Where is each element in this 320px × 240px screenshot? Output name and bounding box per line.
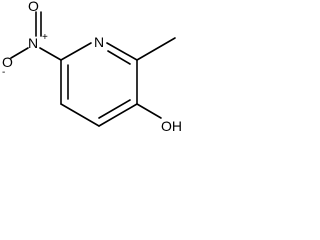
- nitro-nitrogen-charge: +: [42, 32, 48, 43]
- bond-n1-c2: [106, 42, 138, 61]
- bond-c6-n1: [60, 42, 92, 61]
- hydroxyl-label: OH: [161, 118, 182, 134]
- double-bond-c3-c4-inner: [98, 99, 131, 119]
- nitro-bond: [39, 47, 62, 61]
- ring-nitrogen-label: N: [94, 34, 104, 50]
- hydroxyl-bond: [136, 103, 162, 119]
- double-bond-n1-c2-inner: [107, 50, 131, 65]
- nitro-n-o-left-bond: [10, 47, 29, 59]
- nitro-oxygen-left-label: O: [2, 54, 13, 70]
- nitro-oxygen-top-label: O: [28, 0, 39, 14]
- methyl-bond: [136, 37, 176, 61]
- bond-c4-c5: [60, 103, 100, 127]
- nitro-nitrogen-label: N: [28, 35, 38, 51]
- bond-c3-c4: [98, 103, 138, 127]
- chemical-structure-drawing: N OH N O O + -: [2, 0, 182, 134]
- nitro-oxygen-charge: -: [2, 67, 5, 78]
